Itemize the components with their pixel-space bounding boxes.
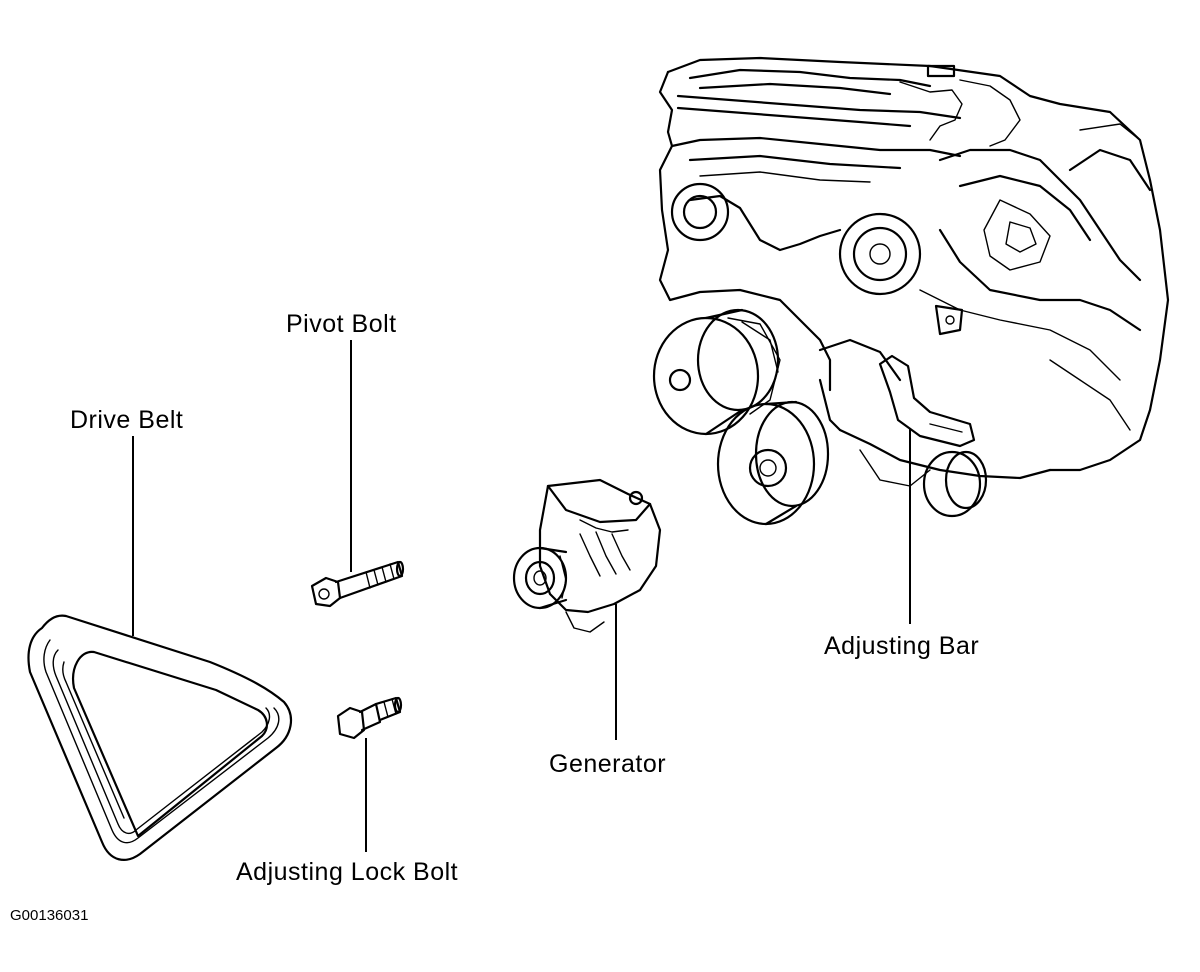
pivot-bolt-label: Pivot Bolt <box>286 310 397 338</box>
engine-illustration <box>652 56 1170 526</box>
drive-belt-part <box>27 614 293 861</box>
generator-label: Generator <box>549 750 666 778</box>
adjusting-bar-part <box>878 354 976 448</box>
adjusting-bar-label: Adjusting Bar <box>824 632 979 660</box>
generator-part <box>512 478 662 633</box>
pivot-bolt-part <box>310 560 405 608</box>
adjusting-lock-bolt-label: Adjusting Lock Bolt <box>236 858 458 886</box>
drive-belt-label: Drive Belt <box>70 406 183 434</box>
figure-code: G00136031 <box>10 907 88 924</box>
adjusting-lock-bolt-part <box>336 696 403 740</box>
